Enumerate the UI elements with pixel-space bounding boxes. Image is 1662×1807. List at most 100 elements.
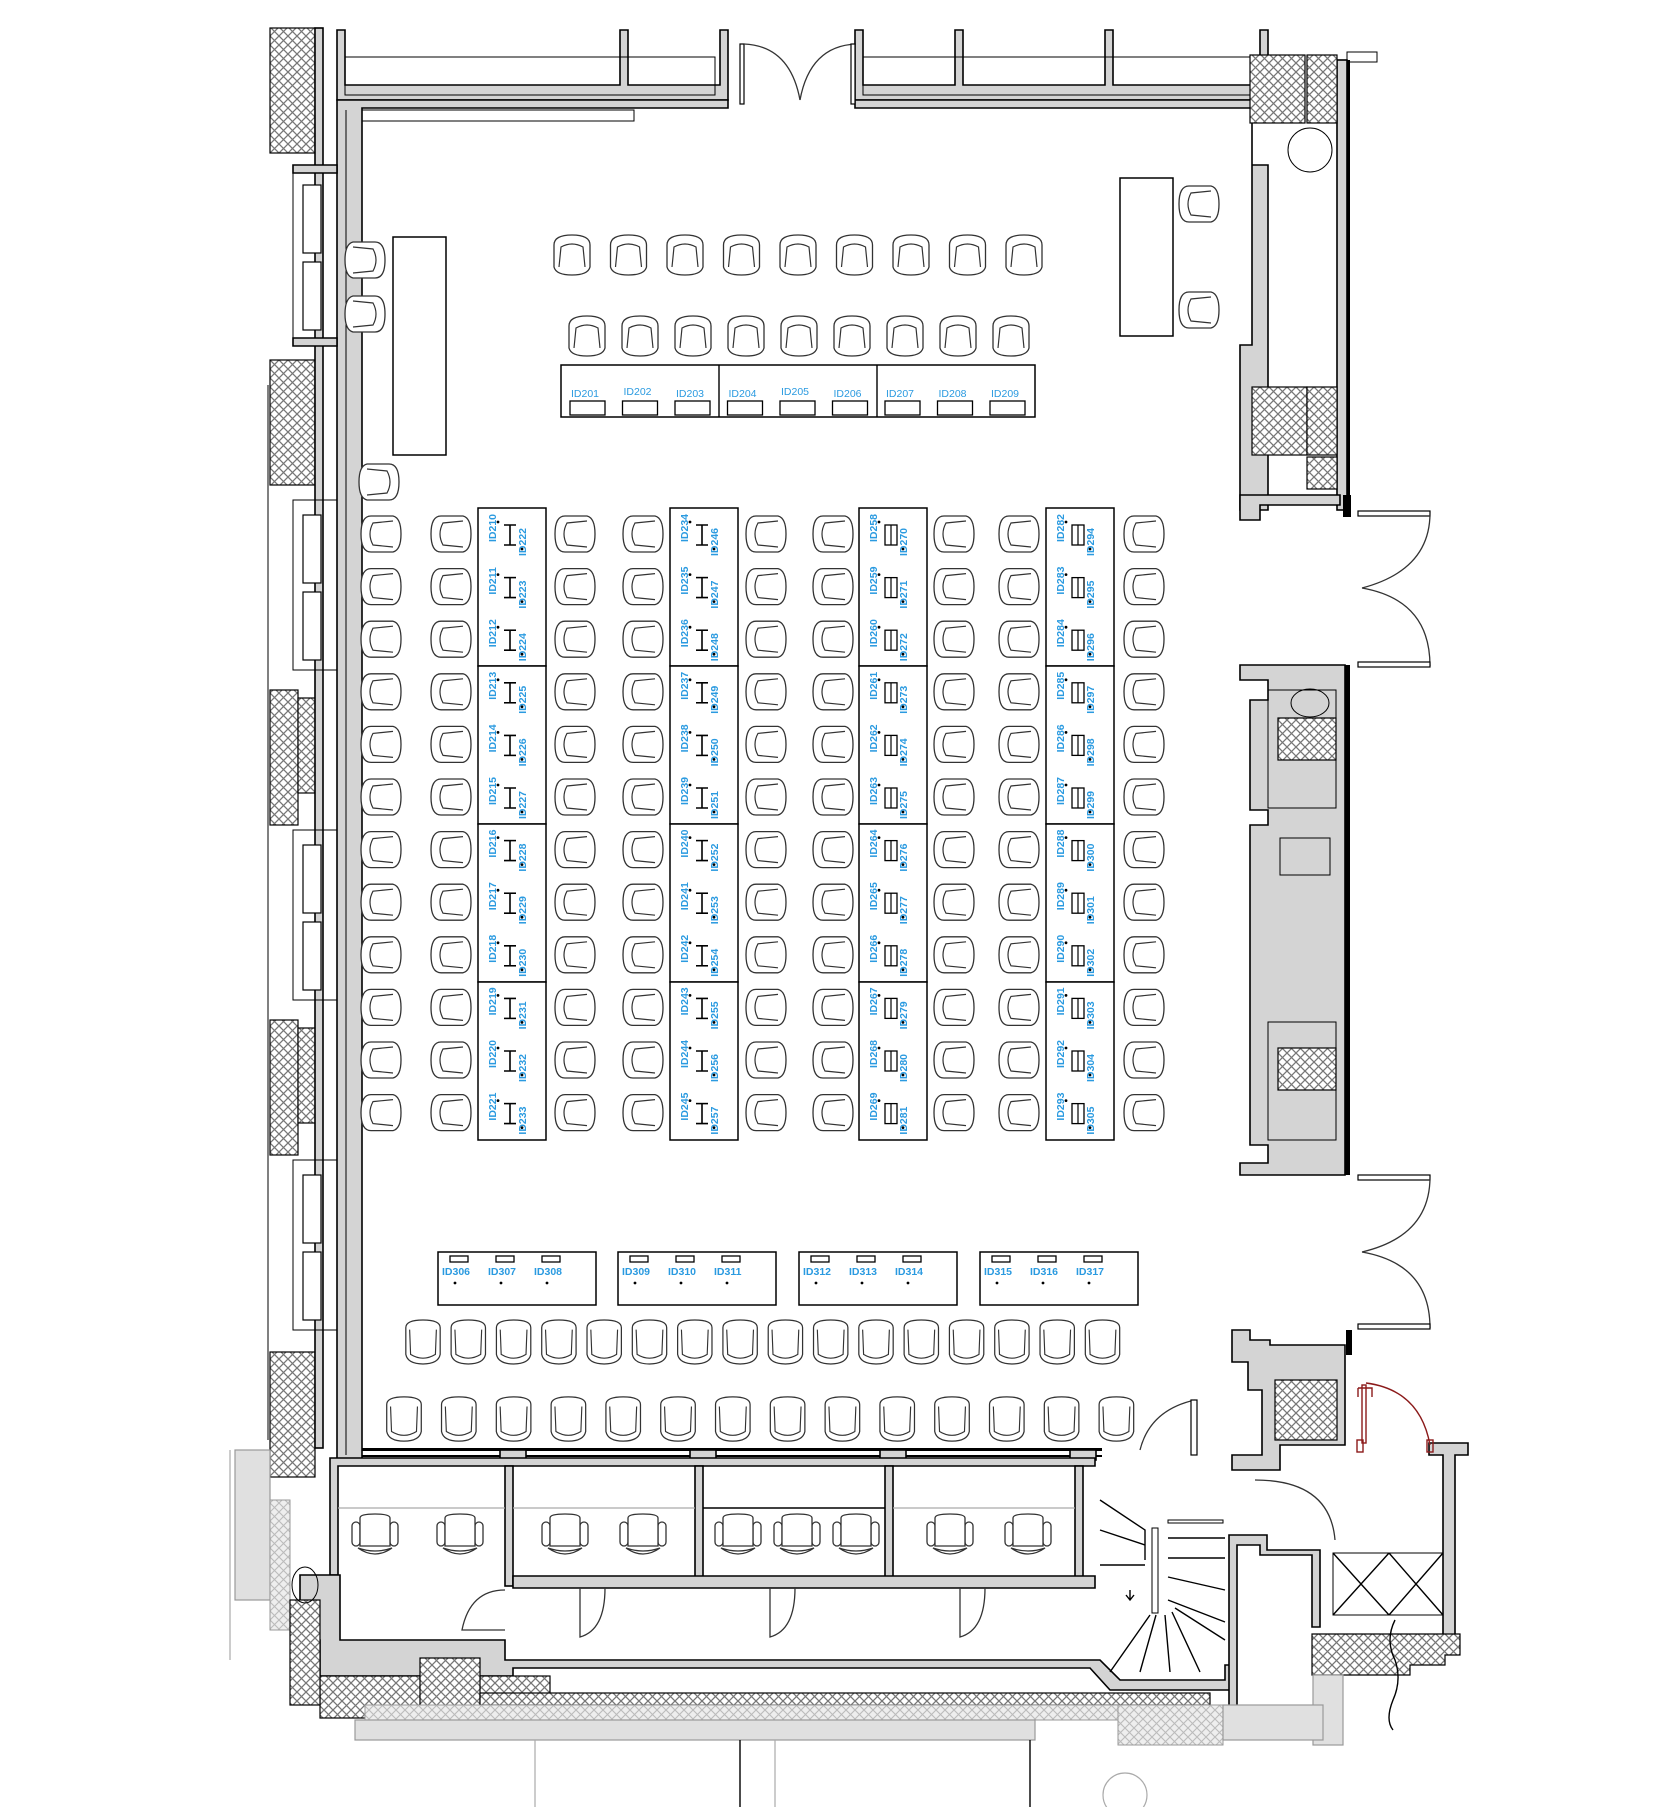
chair-icon: [939, 315, 977, 357]
chair-icon: [934, 1396, 970, 1442]
seat-id-label: ID269: [868, 1092, 880, 1120]
seat-id-label: ID201: [571, 388, 599, 400]
chair-icon: [622, 988, 664, 1027]
seat-id-label: ID305: [1085, 1106, 1097, 1134]
chair-icon: [554, 515, 596, 553]
chair-icon: [933, 778, 975, 816]
chair-icon: [933, 620, 975, 658]
chair-icon: [386, 1396, 422, 1442]
chair-icon: [430, 620, 472, 658]
chair-icon: [933, 830, 975, 869]
chair-icon: [998, 620, 1040, 658]
chair-icon: [933, 725, 975, 764]
seat-id-label: ID317: [1076, 1266, 1104, 1278]
chair-icon: [933, 673, 975, 711]
seat-id-label: ID280: [898, 1054, 910, 1082]
seat-id-label: ID247: [709, 580, 721, 608]
office-chair-icon: [1004, 1513, 1052, 1555]
chair-icon: [745, 936, 787, 974]
chair-icon: [714, 1396, 751, 1442]
left-wall: [267, 27, 347, 1478]
chair-icon: [360, 567, 402, 606]
chair-icon: [1098, 1396, 1135, 1442]
chair-icon: [812, 830, 854, 869]
chair-icon: [745, 778, 787, 816]
chair-icon: [430, 936, 472, 974]
seat-id-label: ID294: [1085, 528, 1097, 556]
seat-id-label: ID313: [849, 1266, 877, 1278]
seat-id-label: ID311: [714, 1266, 742, 1278]
seat-id-label: ID230: [517, 949, 529, 977]
seat-id-label: ID251: [709, 791, 721, 819]
seat-id-label: ID295: [1085, 580, 1097, 608]
seat-id-label: ID255: [709, 1001, 721, 1029]
chair-icon: [360, 988, 402, 1027]
chair-icon: [622, 778, 664, 816]
chair-icon: [745, 1041, 787, 1079]
chair-icon: [886, 315, 924, 357]
seat-id-label: ID245: [679, 1092, 691, 1120]
chair-icon: [554, 567, 596, 606]
chair-icon: [430, 883, 472, 921]
right-door-lower[interactable]: [1357, 1174, 1431, 1330]
chair-icon: [450, 1319, 487, 1365]
office-chair-icon: [832, 1513, 880, 1555]
chair-icon: [745, 620, 787, 658]
offices: [229, 1449, 1234, 1807]
seat-id-label: ID234: [679, 514, 691, 542]
seat-id-label: ID217: [487, 882, 499, 910]
chair-icon: [360, 620, 402, 658]
seat-id-label: ID304: [1085, 1054, 1097, 1082]
seat-id-label: ID261: [868, 672, 880, 700]
chair-icon: [554, 620, 596, 658]
top-entrance-door[interactable]: [739, 43, 857, 105]
seat-id-label: ID283: [1055, 566, 1067, 594]
emergency-door[interactable]: [1356, 1382, 1434, 1453]
seat-id-label: ID231: [517, 1001, 529, 1029]
chair-icon: [430, 830, 472, 869]
chair-icon: [1123, 1093, 1165, 1132]
office-chair-icon: [926, 1513, 974, 1555]
chair-icon: [992, 315, 1030, 357]
chair-icon: [769, 1396, 806, 1442]
chair-icon: [1123, 620, 1165, 658]
seat-id-label: ID262: [868, 724, 880, 752]
seat-id-label: ID302: [1085, 949, 1097, 977]
chair-icon: [430, 673, 472, 711]
seat-id-label: ID239: [679, 777, 691, 805]
chair-icon: [948, 234, 987, 276]
seat-id-label: ID244: [679, 1040, 691, 1068]
lectern-table: [392, 236, 447, 456]
chair-icon: [586, 1319, 623, 1365]
chair-icon: [948, 1319, 985, 1365]
chair-icon: [933, 1093, 975, 1132]
chair-icon: [745, 988, 787, 1027]
seat-id-label: ID218: [487, 935, 499, 963]
seat-id-label: ID258: [868, 514, 880, 542]
chair-icon: [812, 778, 854, 816]
seat-id-label: ID236: [679, 619, 691, 647]
chair-icon: [722, 1319, 758, 1365]
chair-icon: [998, 830, 1040, 869]
chair-icon: [360, 725, 402, 764]
chair-icon: [998, 515, 1040, 553]
chair-icon: [360, 515, 402, 553]
chair-icon: [933, 883, 975, 921]
rear-chair-row-1: [405, 1319, 1121, 1365]
chair-icon: [812, 1093, 854, 1132]
seat-id-label: ID270: [898, 528, 910, 556]
chair-icon: [360, 673, 402, 711]
chair-icon: [430, 778, 472, 816]
seat-id-label: ID306: [442, 1266, 470, 1278]
chair-icon: [622, 1093, 664, 1132]
right-door-upper[interactable]: [1357, 510, 1431, 668]
seat-id-label: ID226: [517, 738, 529, 766]
chair-icon: [605, 1396, 642, 1442]
seat-id-label: ID281: [898, 1106, 910, 1134]
chair-icon: [554, 725, 596, 764]
office-chair-icon: [436, 1513, 484, 1555]
